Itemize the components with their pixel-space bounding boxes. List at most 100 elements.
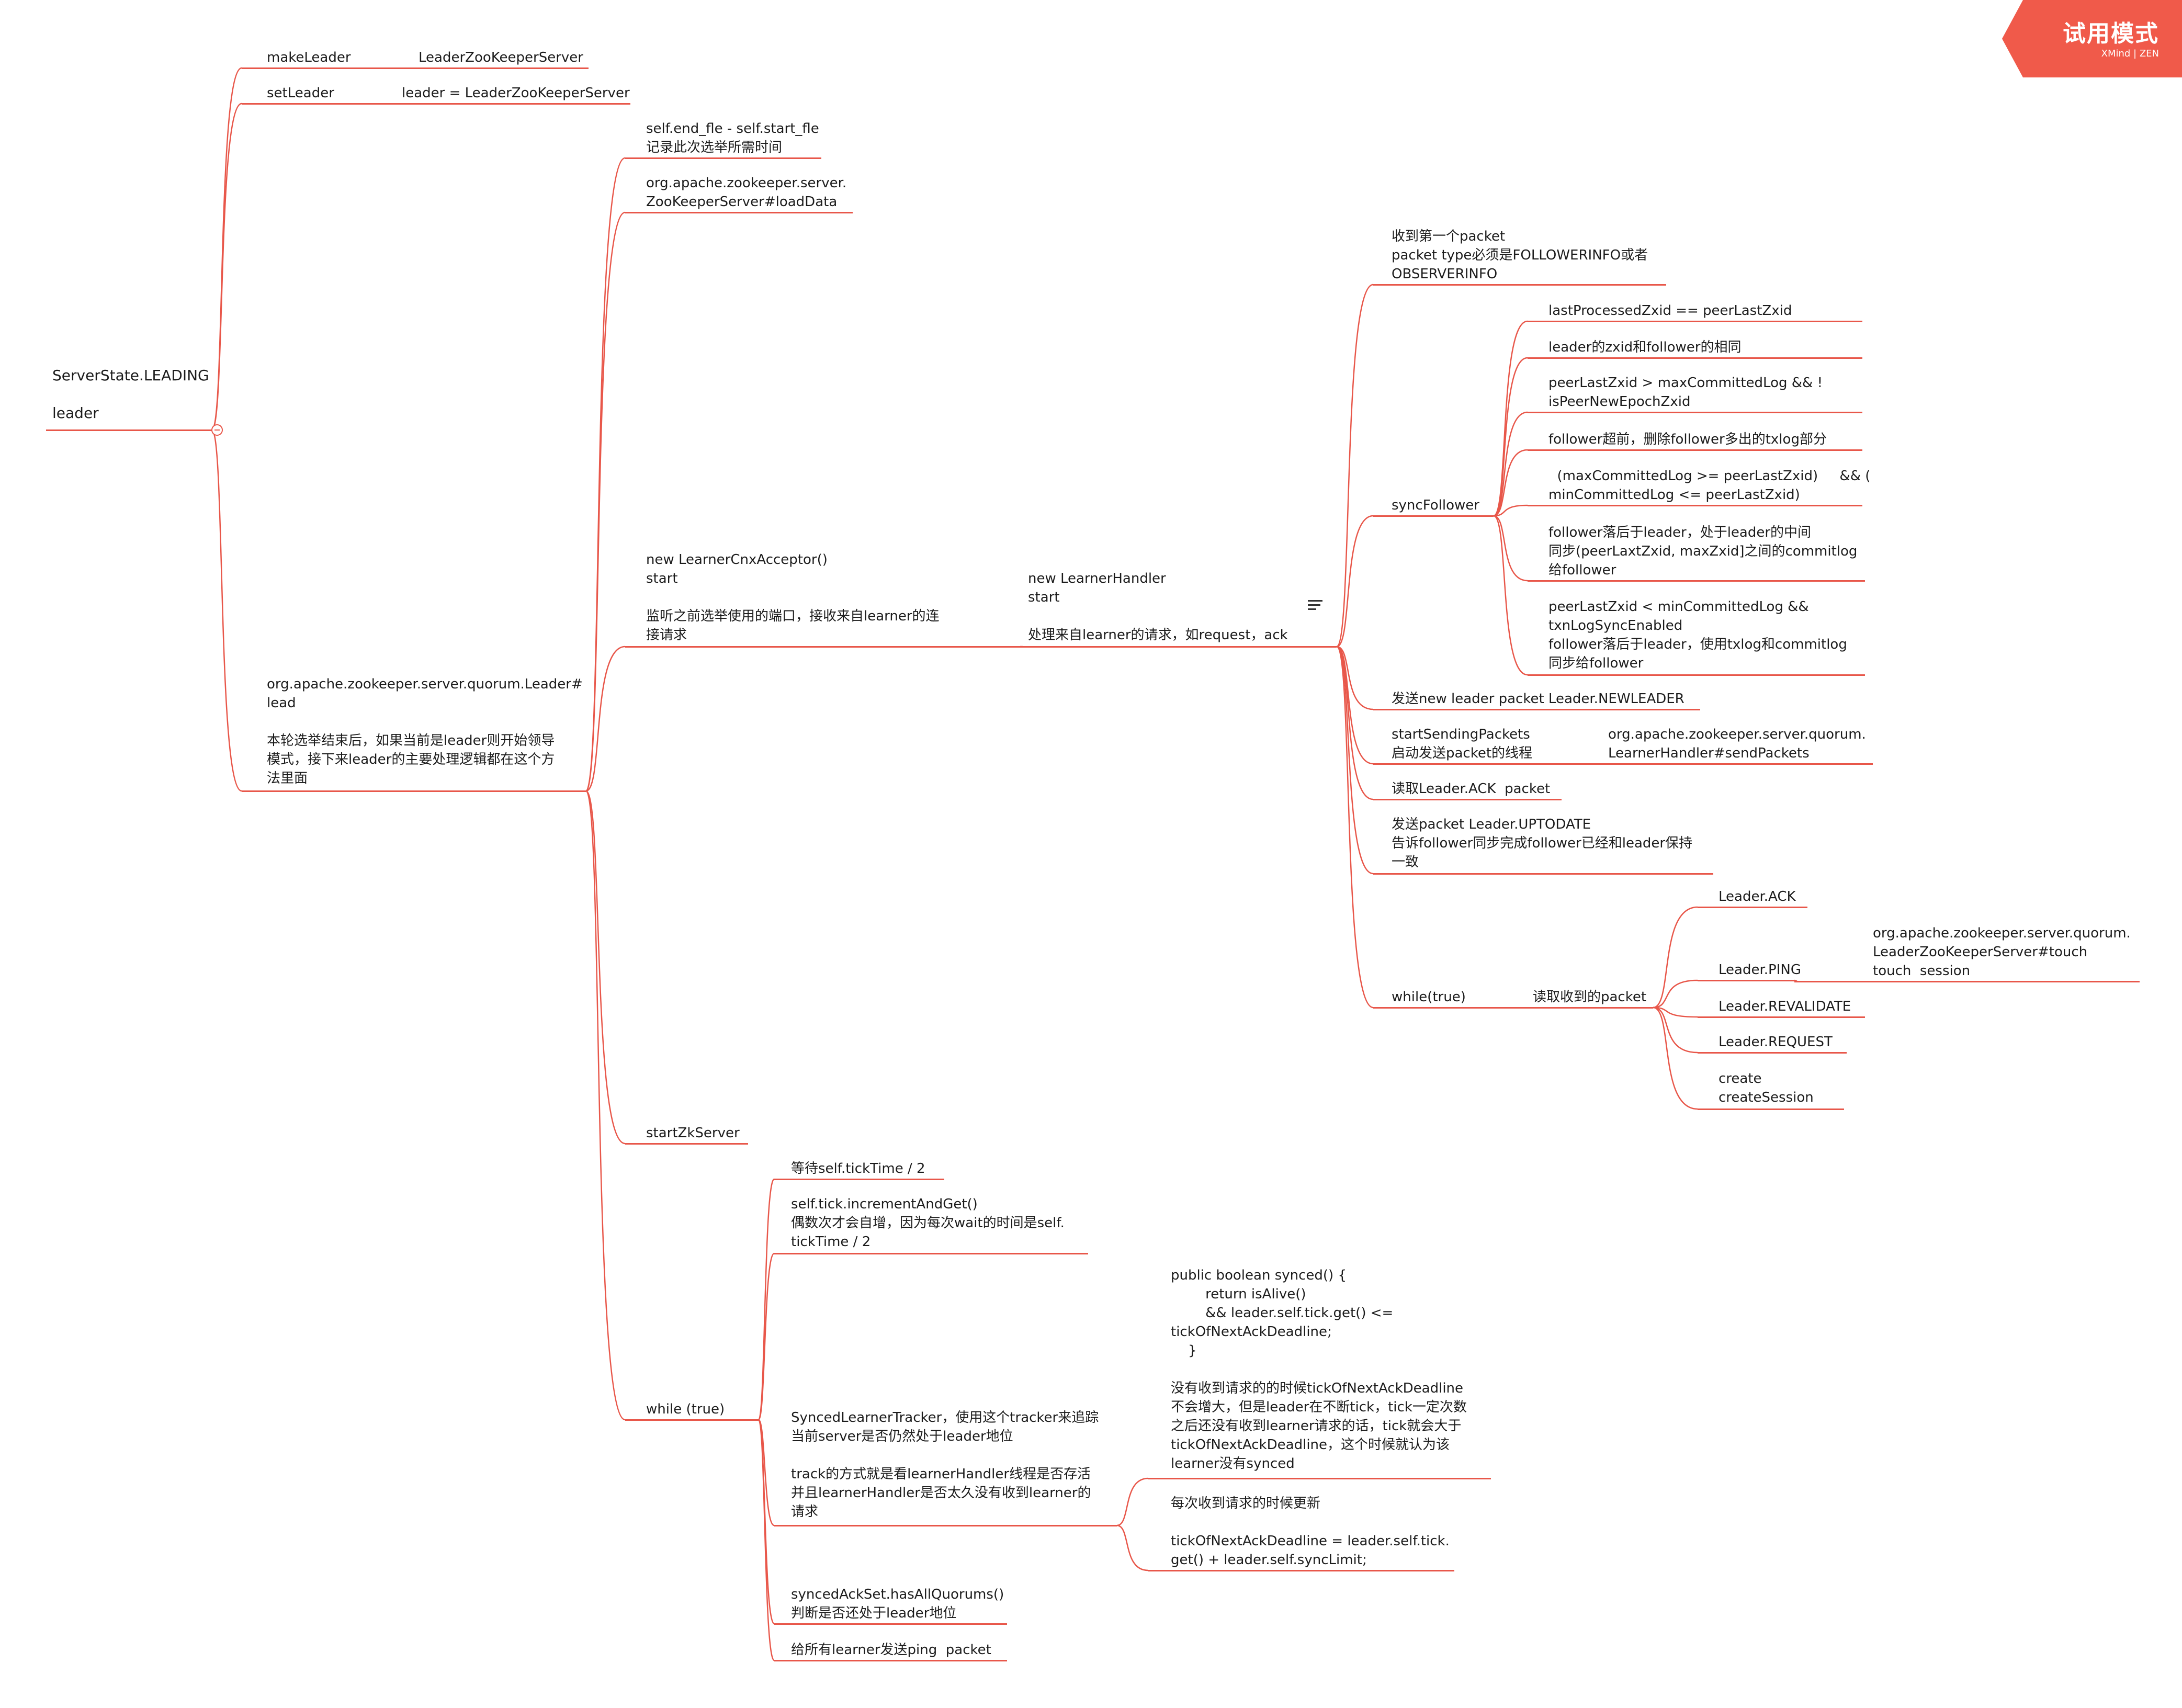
topic-sync-1[interactable]: lastProcessedZxid == peerLastZxid bbox=[1548, 303, 1792, 319]
topic-underline-sync-6 bbox=[1528, 580, 1865, 582]
topic-sync-4[interactable]: follower超前，删除follower多出的txlog部分 bbox=[1548, 432, 1827, 447]
connector-pkt-ping bbox=[1653, 979, 1698, 1009]
connector-set-leader bbox=[211, 103, 242, 431]
topic-underline-update-deadline bbox=[1148, 1570, 1454, 1571]
topic-first-packet[interactable]: 收到第一个packet packet type必须是FOLLOWERINFO或者… bbox=[1392, 229, 1648, 282]
topic-end-start[interactable]: self.end_fle - self.start_fle 记录此次选举所需时间 bbox=[646, 121, 819, 155]
topic-uptodate[interactable]: 发送packet Leader.UPTODATE 告诉follower同步完成f… bbox=[1392, 817, 1693, 870]
connector-read-ack bbox=[1336, 646, 1374, 800]
topic-underline-sync-5 bbox=[1528, 505, 1862, 506]
topic-underline-pkt-ack bbox=[1698, 907, 1807, 908]
connector-pkt-request bbox=[1653, 1006, 1698, 1054]
topic-sync-3[interactable]: peerLastZxid > maxCommittedLog && ! isPe… bbox=[1548, 375, 1823, 410]
topic-sync-2[interactable]: leader的zxid和follower的相同 bbox=[1548, 340, 1742, 355]
connector-sync-2 bbox=[1493, 357, 1528, 517]
topic-while-true-leader[interactable]: while (true) bbox=[646, 1401, 725, 1417]
trial-mode-badge[interactable]: 试用模式 XMind | ZEN bbox=[2002, 0, 2182, 77]
connector-tick-inc bbox=[758, 1252, 775, 1421]
connector-sync-5 bbox=[1493, 504, 1528, 517]
topic-pkt-revalidate[interactable]: Leader.REVALIDATE bbox=[1719, 999, 1851, 1014]
topic-wait[interactable]: 等待self.tickTime / 2 bbox=[791, 1161, 925, 1177]
topic-touch[interactable]: org.apache.zookeeper.server.quorum. Lead… bbox=[1873, 925, 2131, 979]
connector-sync-1 bbox=[1493, 320, 1528, 517]
topic-underline-sync-3 bbox=[1528, 412, 1862, 413]
topic-learner-handler[interactable]: new LearnerHandler start 处理来自learner的请求，… bbox=[1028, 571, 1288, 643]
topic-read-ack[interactable]: 读取Leader.ACK packet bbox=[1392, 781, 1551, 797]
connector-new-leader-packet bbox=[1336, 646, 1374, 710]
topic-pkt-request[interactable]: Leader.REQUEST bbox=[1719, 1034, 1833, 1050]
topic-read-packet[interactable]: 读取收到的packet bbox=[1533, 989, 1647, 1005]
topic-underline-cnx-acceptor bbox=[625, 646, 1020, 648]
topic-has-quorums[interactable]: syncedAckSet.hasAllQuorums() 判断是否还处于lead… bbox=[791, 1587, 1004, 1621]
topic-root[interactable]: ServerState.LEADING leader bbox=[52, 367, 209, 422]
topic-underline-send-ping bbox=[774, 1660, 1007, 1661]
connector-while-true-handler bbox=[1336, 646, 1374, 1009]
topic-load-data[interactable]: org.apache.zookeeper.server. ZooKeeperSe… bbox=[646, 175, 847, 210]
topic-make-leader[interactable]: makeLeader bbox=[267, 50, 351, 65]
topic-underline-sync-follower bbox=[1373, 515, 1494, 517]
topic-underline-synced-code bbox=[1148, 1478, 1491, 1479]
topic-underline-make-leader bbox=[242, 67, 589, 69]
topic-lead[interactable]: org.apache.zookeeper.server.quorum.Leade… bbox=[267, 676, 583, 786]
connector-end-start bbox=[585, 157, 626, 792]
connector-sync-6 bbox=[1493, 515, 1528, 582]
topic-underline-pkt-ping bbox=[1698, 980, 1794, 981]
topic-underline-sync-4 bbox=[1528, 449, 1862, 451]
topic-underline-read-ack bbox=[1373, 799, 1562, 800]
connector-lead bbox=[211, 429, 242, 792]
topic-pkt-ping[interactable]: Leader.PING bbox=[1719, 962, 1801, 978]
topic-underline-sync-1 bbox=[1528, 321, 1862, 322]
topic-underline-wait bbox=[774, 1179, 944, 1180]
topic-underline-tick-inc bbox=[774, 1253, 1088, 1254]
topic-underline-while-true-handler bbox=[1373, 1007, 1653, 1009]
topic-underline-first-packet bbox=[1373, 284, 1666, 286]
topic-sync-7[interactable]: peerLastZxid < minCommittedLog && txnLog… bbox=[1548, 599, 1847, 671]
connector-cnx-acceptor bbox=[585, 646, 626, 792]
topic-while-true-handler[interactable]: while(true) bbox=[1392, 989, 1466, 1005]
topic-pkt-ack[interactable]: Leader.ACK bbox=[1719, 889, 1796, 904]
topic-sync-6[interactable]: follower落后于leader，处于leader的中间 同步(peerLax… bbox=[1548, 525, 1858, 578]
collapse-toggle-icon[interactable] bbox=[211, 424, 223, 436]
topic-sync-5[interactable]: (maxCommittedLog >= peerLastZxid) && ( m… bbox=[1548, 468, 1871, 503]
topic-underline-pkt-request bbox=[1698, 1052, 1847, 1054]
topic-update-deadline[interactable]: 每次收到请求的时候更新 tickOfNextAckDeadline = lead… bbox=[1171, 1496, 1450, 1568]
connector-sync-4 bbox=[1493, 449, 1528, 517]
topic-create[interactable]: create createSession bbox=[1719, 1071, 1814, 1105]
topic-start-sending[interactable]: startSendingPackets 启动发送packet的线程 bbox=[1392, 727, 1533, 761]
topic-send-ping[interactable]: 给所有learner发送ping packet bbox=[791, 1642, 991, 1658]
connector-first-packet bbox=[1336, 284, 1374, 648]
topic-underline-start-zk bbox=[625, 1143, 748, 1145]
topic-new-leader-packet[interactable]: 发送new leader packet Leader.NEWLEADER bbox=[1392, 691, 1684, 707]
topic-leader-zk-server[interactable]: LeaderZooKeeperServer bbox=[419, 50, 583, 65]
connector-uptodate bbox=[1336, 646, 1374, 875]
topic-underline-learner-handler bbox=[1020, 646, 1337, 648]
topic-underline-uptodate bbox=[1373, 873, 1713, 875]
connector-start-zk bbox=[585, 790, 626, 1145]
topic-underline-create bbox=[1698, 1108, 1844, 1110]
connector-make-leader bbox=[211, 67, 242, 431]
topic-underline-end-start bbox=[625, 157, 821, 159]
connector-sync-7 bbox=[1493, 515, 1528, 676]
topic-underline-lead bbox=[242, 790, 586, 792]
topic-tick-inc[interactable]: self.tick.incrementAndGet() 偶数次才会自增，因为每次… bbox=[791, 1196, 1065, 1250]
topic-start-zk[interactable]: startZkServer bbox=[646, 1125, 740, 1141]
connector-load-data bbox=[585, 211, 626, 792]
connector-pkt-revalidate bbox=[1653, 1006, 1698, 1018]
topic-underline-set-leader bbox=[242, 103, 630, 105]
topic-cnx-acceptor[interactable]: new LearnerCnxAcceptor() start 监听之前选举使用的… bbox=[646, 552, 940, 643]
connector-while-true-leader bbox=[585, 790, 626, 1421]
badge-product-name: XMind bbox=[2101, 48, 2131, 59]
topic-synced-code[interactable]: public boolean synced() { return isAlive… bbox=[1171, 1268, 1467, 1472]
topic-leader-assign[interactable]: leader = LeaderZooKeeperServer bbox=[402, 85, 630, 101]
notes-icon[interactable] bbox=[1308, 600, 1322, 613]
topic-set-leader[interactable]: setLeader bbox=[267, 85, 334, 101]
topic-underline-while-true-leader bbox=[625, 1419, 759, 1421]
connector-pkt-ack bbox=[1653, 906, 1698, 1009]
connector-send-ping bbox=[758, 1419, 775, 1661]
connector-sync-3 bbox=[1493, 411, 1528, 517]
topic-sync-follower[interactable]: syncFollower bbox=[1392, 497, 1479, 513]
topic-send-packets[interactable]: org.apache.zookeeper.server.quorum. Lear… bbox=[1608, 727, 1866, 761]
topic-tracker[interactable]: SyncedLearnerTracker，使用这个tracker来追踪 当前se… bbox=[791, 1410, 1099, 1520]
